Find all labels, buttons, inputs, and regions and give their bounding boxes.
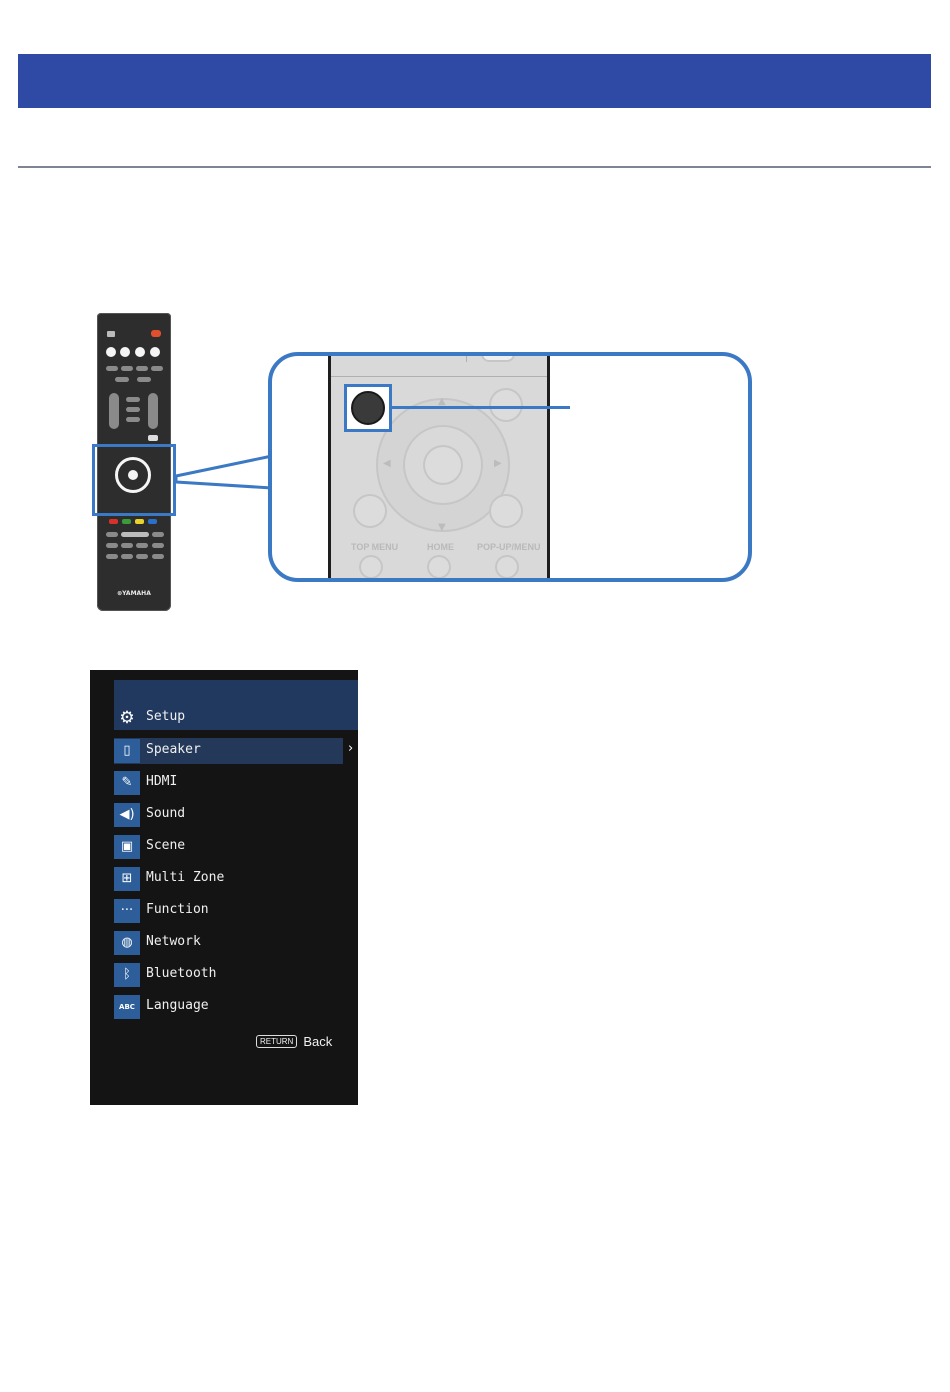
scene-icon: ▣: [114, 835, 140, 859]
yamaha-logo: ⊛YAMAHA: [97, 590, 171, 597]
menu-item-label: Scene: [146, 838, 185, 853]
scene-button-3[interactable]: [136, 366, 148, 371]
playback-button[interactable]: [136, 543, 148, 548]
popup-menu-button[interactable]: [495, 555, 519, 579]
yellow-button[interactable]: [135, 519, 144, 524]
playback-button[interactable]: [152, 543, 164, 548]
globe-icon: ◍: [114, 931, 140, 955]
remote-volume-rocker[interactable]: [109, 393, 119, 429]
popup-menu-label: POP-UP/MENU: [477, 542, 541, 552]
green-button[interactable]: [122, 519, 131, 524]
magnified-callout: ▲ ▼ ◀ ▶ TOP MENU HOME POP-UP/MENU: [268, 352, 752, 582]
abc-icon: ABC: [114, 995, 140, 1019]
chevron-right-icon: ›: [348, 741, 353, 756]
playback-button[interactable]: [136, 554, 148, 559]
input-button-4[interactable]: [150, 347, 160, 357]
scene-button-4[interactable]: [151, 366, 163, 371]
blue-button[interactable]: [148, 519, 157, 524]
scene-button-1[interactable]: [106, 366, 118, 371]
section-divider: [18, 166, 931, 168]
bluetooth-icon: ᛒ: [114, 963, 140, 987]
playback-button[interactable]: [152, 532, 164, 537]
menu-item-language[interactable]: ABC Language: [114, 994, 358, 1020]
callout-connector: [174, 454, 274, 514]
playback-button[interactable]: [121, 543, 133, 548]
home-label: HOME: [427, 542, 454, 552]
menu-item-label: Language: [146, 998, 209, 1013]
hdmi-plug-icon: ✎: [114, 771, 140, 795]
scene-button-2[interactable]: [121, 366, 133, 371]
down-arrow-icon: ▼: [438, 522, 446, 533]
playback-button[interactable]: [106, 543, 118, 548]
input-button-2[interactable]: [120, 347, 130, 357]
enter-button[interactable]: [423, 445, 463, 485]
menu-item-label: Function: [146, 902, 209, 917]
back-hint[interactable]: RETURN Back: [256, 1034, 332, 1049]
top-menu-button[interactable]: [359, 555, 383, 579]
menu-item-label: Multi Zone: [146, 870, 224, 885]
playback-button[interactable]: [106, 554, 118, 559]
option-button[interactable]: [489, 388, 523, 422]
remote-button[interactable]: [126, 417, 140, 422]
right-arrow-icon: ▶: [494, 458, 502, 469]
display-button[interactable]: [353, 494, 387, 528]
input-button-1[interactable]: [106, 347, 116, 357]
program-right-button[interactable]: [137, 377, 151, 382]
back-label: Back: [303, 1034, 332, 1049]
setup-button-highlight: [344, 384, 392, 432]
return-button[interactable]: [489, 494, 523, 528]
remote-indicator: [107, 331, 115, 337]
return-key-icon: RETURN: [256, 1035, 297, 1048]
menu-item-label: Sound: [146, 806, 185, 821]
volume-icon: ◀): [114, 803, 140, 827]
speaker-icon: ▯: [114, 739, 140, 763]
remote-highlight-box: [92, 444, 176, 516]
remote-button[interactable]: [126, 397, 140, 402]
mute-button[interactable]: [148, 435, 158, 441]
menu-item-bluetooth[interactable]: ᛒ Bluetooth: [114, 962, 358, 988]
input-button-3[interactable]: [135, 347, 145, 357]
ellipsis-icon: ···: [114, 899, 140, 923]
remote-button[interactable]: [126, 407, 140, 412]
setup-button[interactable]: [351, 391, 385, 425]
menu-item-label: HDMI: [146, 774, 177, 789]
menu-title-label: Setup: [146, 709, 185, 724]
home-button[interactable]: [427, 555, 451, 579]
leader-line: [392, 406, 570, 409]
top-menu-label: TOP MENU: [351, 542, 398, 552]
menu-item-label: Network: [146, 934, 201, 949]
play-button[interactable]: [121, 532, 149, 537]
gear-icon: ⚙: [114, 706, 140, 730]
menu-title: ⚙ Setup: [114, 705, 358, 731]
left-arrow-icon: ◀: [383, 458, 391, 469]
menu-item-function[interactable]: ··· Function: [114, 898, 358, 924]
menu-item-multi-zone[interactable]: ⊞ Multi Zone: [114, 866, 358, 892]
menu-item-speaker[interactable]: ▯ Speaker ›: [114, 738, 358, 764]
red-button[interactable]: [109, 519, 118, 524]
divider-line: [331, 376, 547, 377]
menu-item-label: Speaker: [146, 742, 201, 757]
remote-button[interactable]: [481, 352, 515, 362]
multi-zone-icon: ⊞: [114, 867, 140, 891]
program-left-button[interactable]: [115, 377, 129, 382]
section-header-band: [18, 54, 931, 108]
menu-item-hdmi[interactable]: ✎ HDMI: [114, 770, 358, 796]
menu-item-label: Bluetooth: [146, 966, 216, 981]
playback-button[interactable]: [106, 532, 118, 537]
playback-button[interactable]: [121, 554, 133, 559]
setup-menu-screen: ⚙ Setup ▯ Speaker › ✎ HDMI ◀) Sound ▣ Sc…: [90, 670, 358, 1105]
power-button[interactable]: [151, 330, 161, 337]
remote-channel-rocker[interactable]: [148, 393, 158, 429]
menu-item-sound[interactable]: ◀) Sound: [114, 802, 358, 828]
menu-item-network[interactable]: ◍ Network: [114, 930, 358, 956]
playback-button[interactable]: [152, 554, 164, 559]
menu-item-scene[interactable]: ▣ Scene: [114, 834, 358, 860]
divider-line: [466, 352, 467, 362]
